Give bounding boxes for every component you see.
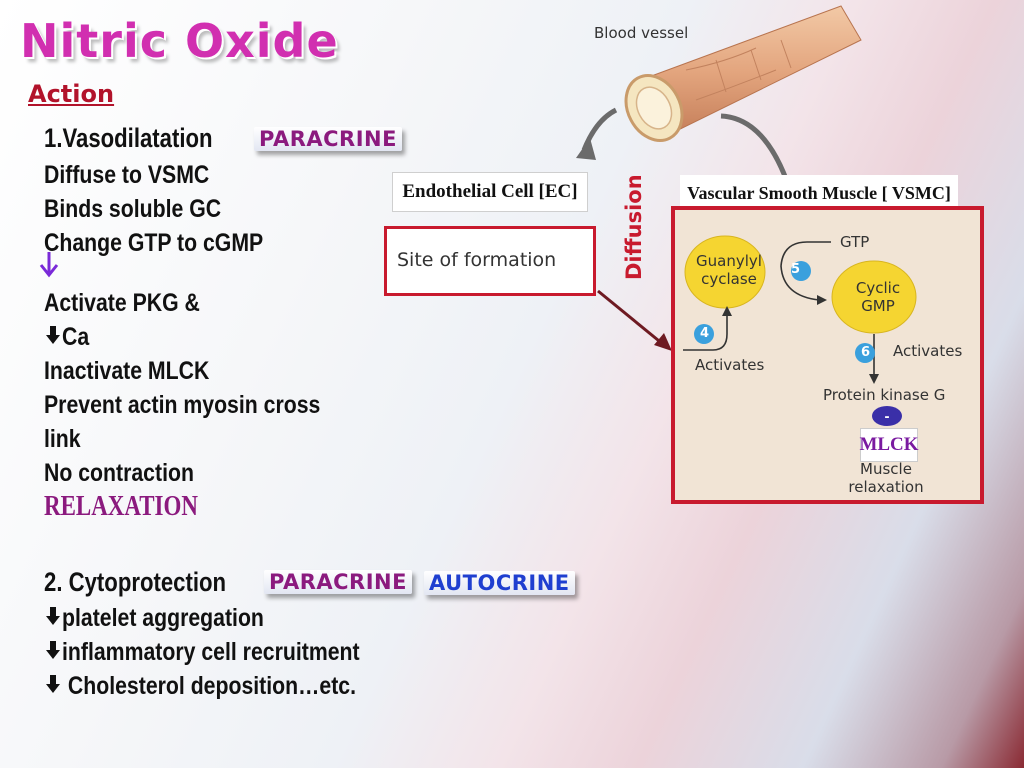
cyclic-line2: GMP [861, 297, 895, 315]
step-5-label: 5 [791, 262, 801, 277]
guanylyl-cyclase-label: Guanylyl cyclase [696, 252, 762, 288]
page-title: Nitric Oxide [20, 14, 339, 68]
step-6-label: 6 [861, 345, 871, 360]
paracrine-badge-2: PARACRINE [264, 570, 412, 594]
line-cholesterol: Cholesterol deposition…etc. [62, 672, 356, 700]
cyto-row-1: platelet aggregation [44, 604, 300, 633]
down-arrow-icon [44, 673, 62, 700]
endothelial-cell-label: Endothelial Cell [EC] [392, 172, 588, 212]
gtp-label: GTP [840, 233, 870, 251]
paracrine-badge: PARACRINE [254, 127, 402, 151]
line-inflammatory: inflammatory cell recruitment [62, 638, 360, 666]
line-ca: Ca [62, 323, 90, 351]
autocrine-badge: AUTOCRINE [424, 571, 575, 595]
vsmc-pathway-diagram [671, 206, 984, 504]
muscle-line1: Muscle [860, 460, 912, 478]
cyclic-line1: Cyclic [855, 279, 901, 297]
page-subtitle: Action [28, 80, 115, 108]
cyclic-gmp-label: Cyclic GMP [852, 279, 904, 315]
guanylyl-line2: cyclase [701, 270, 757, 288]
section1-heading: 1.Vasodilatation [44, 123, 213, 153]
line-diffuse: Diffuse to VSMC [44, 161, 210, 189]
line-binds: Binds soluble GC [44, 195, 222, 223]
cyto-row-3: Cholesterol deposition…etc. [44, 672, 408, 701]
cyclic-gmp-node [831, 260, 917, 334]
inhibition-badge: - [872, 406, 902, 426]
site-of-formation-box: Site of formation [384, 226, 596, 296]
diffusion-label: Diffusion [622, 174, 646, 280]
line-no-contraction: No contraction [44, 459, 194, 487]
connector-arrow-icon [597, 289, 672, 351]
guanylyl-cyclase-node [684, 235, 766, 309]
cyto-row-2: inflammatory cell recruitment [44, 638, 412, 667]
muscle-relaxation-label: Muscle relaxation [846, 460, 926, 496]
down-arrow-icon [44, 605, 62, 632]
line-platelet: platelet aggregation [62, 604, 264, 632]
purple-down-arrow-icon [39, 252, 59, 278]
relaxation-label: RELAXATION [44, 491, 198, 522]
line-inactivate-mlck: Inactivate MLCK [44, 357, 210, 385]
line-activate-pkg: Activate PKG & [44, 289, 200, 317]
blood-vessel-label: Blood vessel [594, 24, 689, 42]
section2-heading: 2. Cytoprotection [44, 567, 227, 597]
step-4-label: 4 [700, 326, 710, 341]
line-link: link [44, 425, 81, 453]
guanylyl-line1: Guanylyl [696, 252, 762, 270]
down-arrow-icon [44, 324, 62, 351]
vsmc-label: Vascular Smooth Muscle [ VSMC] [680, 175, 958, 211]
activates-right-label: Activates [893, 342, 963, 360]
line-change-gtp: Change GTP to cGMP [44, 229, 264, 257]
protein-kinase-label: Protein kinase G [823, 386, 946, 404]
mlck-label: MLCK [859, 428, 919, 462]
down-arrow-icon [44, 639, 62, 666]
activates-left-label: Activates [695, 356, 765, 374]
muscle-line2: relaxation [848, 478, 924, 496]
line-prevent: Prevent actin myosin cross [44, 391, 321, 419]
line-ca-row: Ca [44, 323, 94, 352]
